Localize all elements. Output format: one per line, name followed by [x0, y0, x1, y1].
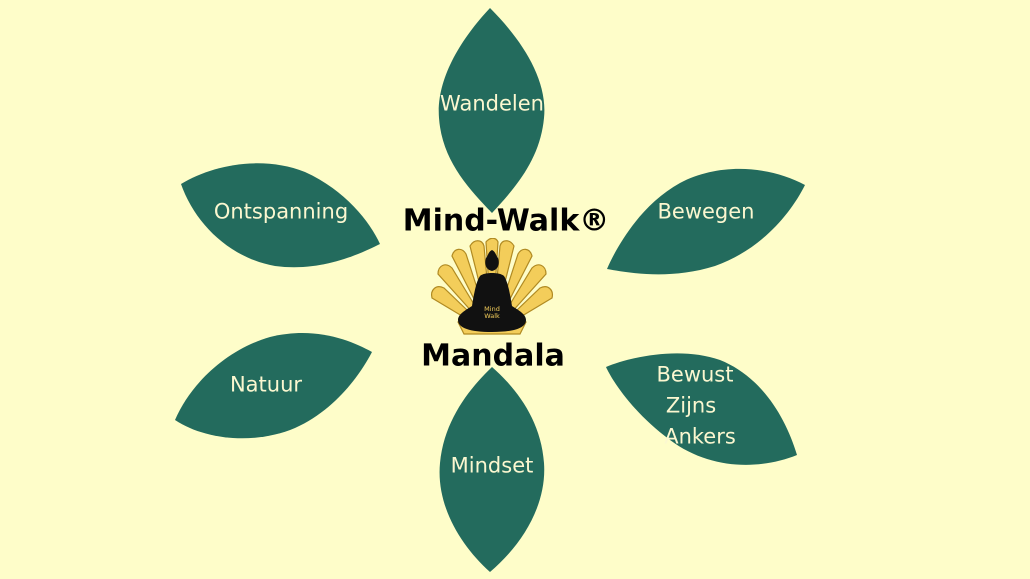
petal-label-ontspanning: Ontspanning [213, 199, 349, 224]
petal-label-wandelen: Wandelen [440, 91, 544, 116]
petal-mindset [439, 367, 545, 572]
petal-bewust-zijns-ankers [606, 353, 797, 465]
petal-label-bewust-zijns-ankers: Bewust Zijns Ankers [656, 362, 736, 449]
title-mandala: Mandala [421, 338, 565, 374]
petal-wandelen [438, 8, 545, 213]
petal-label-natuur: Natuur [229, 372, 303, 397]
logo-text-walk: Walk [484, 312, 500, 320]
mind-walk-shell-logo: Mind Walk [431, 238, 553, 335]
petal-ontspanning [181, 163, 380, 268]
logo-text-mind: Mind [484, 305, 500, 313]
petal-label-bewegen: Bewegen [657, 199, 755, 224]
meditating-figure-icon [458, 250, 526, 332]
petal-bewegen [607, 168, 805, 275]
petal-label-mindset: Mindset [450, 453, 534, 478]
title-mind-walk: Mind-Walk® [402, 203, 610, 239]
petal-natuur [175, 333, 372, 439]
